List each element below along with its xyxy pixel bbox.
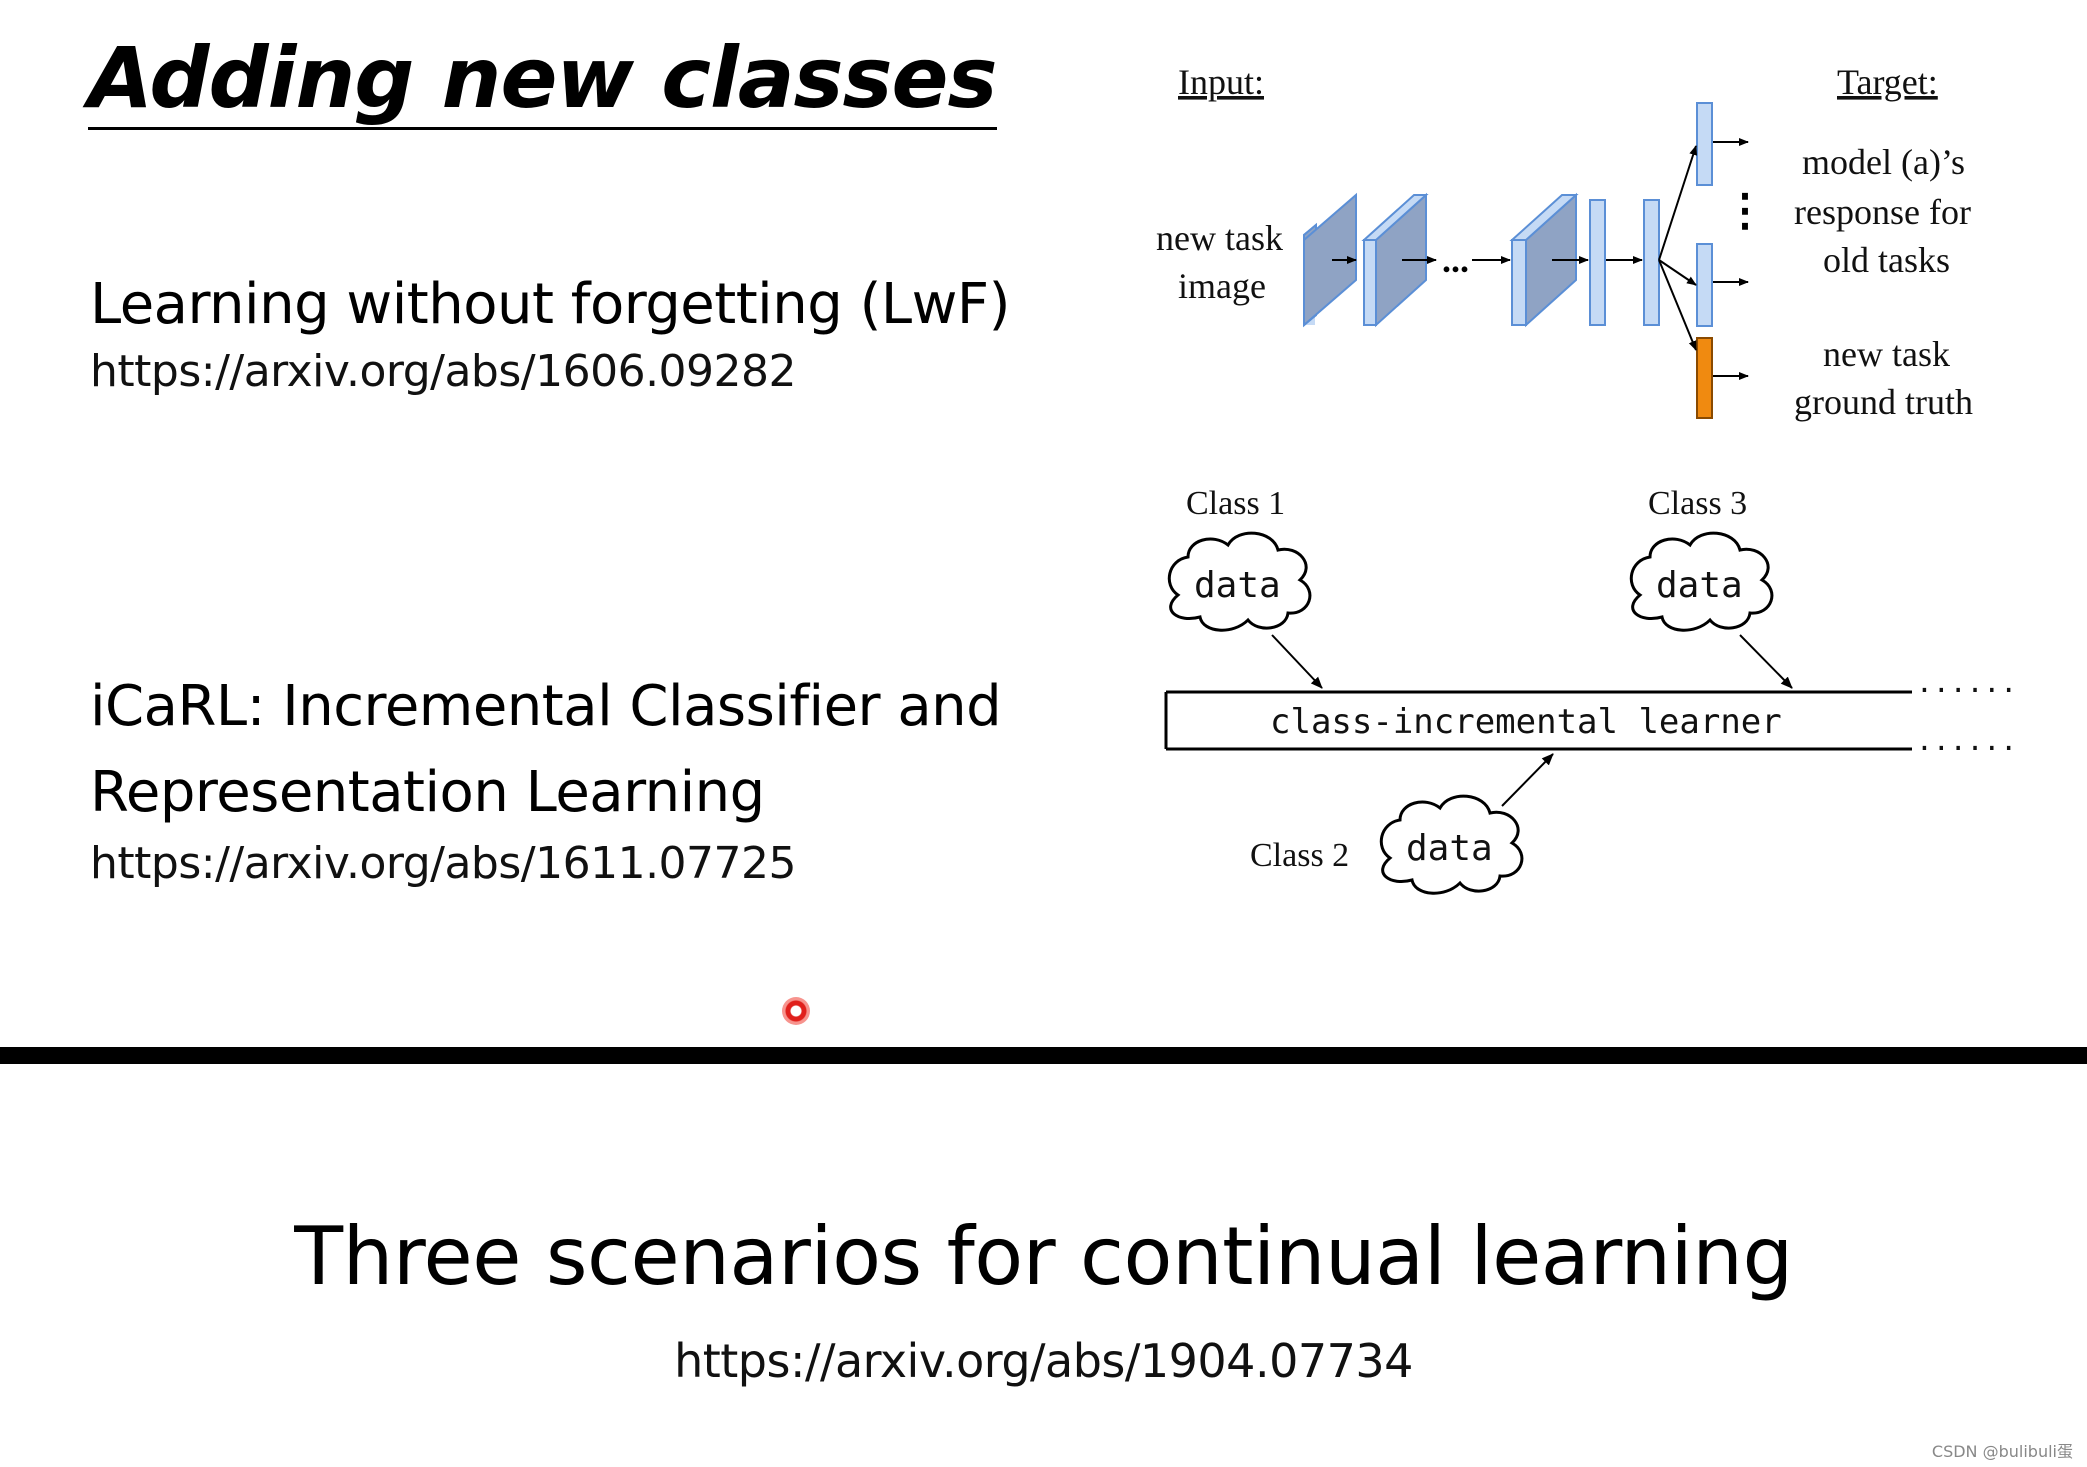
class2-data-cloud: data — [1379, 794, 1524, 895]
fc-layer-1 — [1589, 199, 1606, 326]
laser-pointer-dot — [782, 997, 810, 1025]
slide-title: Adding new classes — [88, 30, 998, 130]
cloud-text-2: data — [1406, 828, 1493, 869]
bottom-slide-url[interactable]: https://arxiv.org/abs/1904.07734 — [674, 1334, 1413, 1388]
old-task-head-1 — [1696, 102, 1713, 186]
fc-layer-2 — [1643, 199, 1660, 326]
icarl-title-line1: iCaRL: Incremental Classifier and — [90, 674, 1002, 739]
target-header: Target: — [1837, 62, 1938, 102]
input-text-line2: image — [1178, 266, 1266, 306]
input-header: Input: — [1178, 62, 1264, 102]
cloud-text-3: data — [1656, 565, 1743, 606]
new-target-line2: ground truth — [1794, 382, 1973, 422]
lwf-paper-title: Learning without forgetting (LwF) — [90, 272, 1010, 337]
bottom-slide-title: Three scenarios for continual learning — [294, 1210, 1793, 1303]
class3-label: Class 3 — [1648, 485, 1747, 522]
input-text-line1: new task — [1156, 218, 1283, 258]
icarl-arrows — [1271, 634, 1793, 807]
icarl-title-line2: Representation Learning — [90, 760, 765, 825]
class2-label: Class 2 — [1250, 837, 1349, 874]
icarl-figure: Class 1 Class 3 Class 2 data data data c… — [1164, 485, 2017, 895]
lwf-figure: Input: Target: new task image model (a)’… — [1156, 62, 1973, 422]
slide-divider — [0, 1047, 2087, 1064]
new-target-line1: new task — [1823, 334, 1950, 374]
class3-data-cloud: data — [1629, 531, 1774, 632]
watermark: CSDN @bulibuli蛋 — [1931, 1442, 2073, 1461]
conv-block-3 — [1509, 192, 1579, 328]
conv-block-1 — [1303, 192, 1357, 328]
lwf-arrows — [1332, 138, 1749, 380]
lwf-paper-url[interactable]: https://arxiv.org/abs/1606.09282 — [90, 346, 797, 397]
icarl-paper-title: iCaRL: Incremental Classifier and Repres… — [90, 664, 1090, 836]
cloud-text-1: data — [1194, 565, 1281, 606]
old-target-line2: response for — [1794, 192, 1971, 232]
conv-block-2 — [1361, 192, 1429, 328]
old-target-line1: model (a)’s — [1802, 142, 1965, 182]
class1-label: Class 1 — [1186, 485, 1285, 522]
icarl-paper-url[interactable]: https://arxiv.org/abs/1611.07725 — [90, 838, 797, 889]
class1-data-cloud: data — [1167, 531, 1312, 632]
heads-vertical-dots: ⋮ — [1723, 186, 1767, 235]
new-task-head — [1696, 337, 1713, 419]
old-target-line3: old tasks — [1823, 240, 1950, 280]
learner-text: class-incremental learner — [1270, 702, 1782, 742]
class-incremental-learner-box: class-incremental learner ...... ...... — [1164, 666, 2017, 757]
trail-dots-bottom: ...... — [1916, 724, 2017, 757]
old-task-head-2 — [1696, 243, 1713, 327]
trail-dots-top: ...... — [1916, 666, 2017, 699]
layer-ellipsis: ... — [1442, 240, 1469, 280]
